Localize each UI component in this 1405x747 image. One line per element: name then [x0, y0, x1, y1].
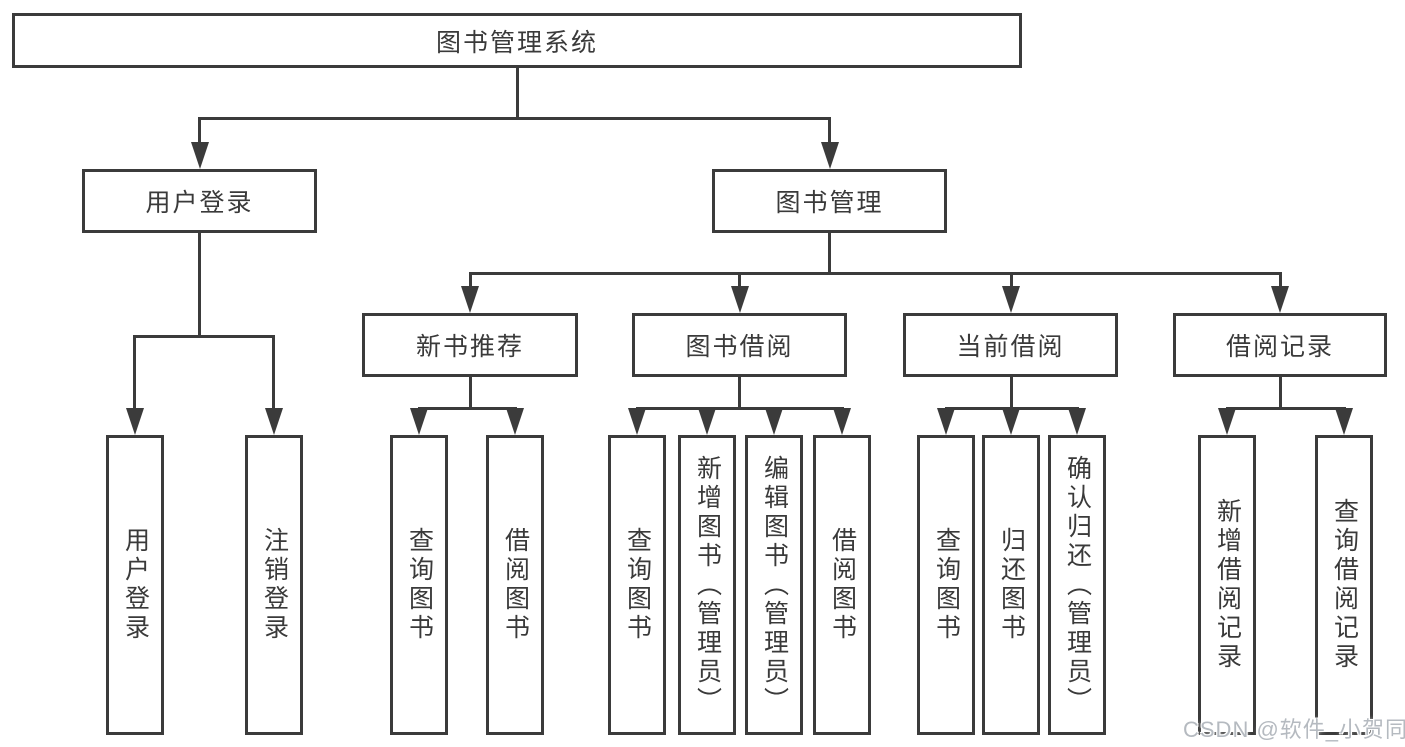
arrow-down-icon	[628, 408, 646, 435]
connector-hline	[133, 335, 275, 338]
node-label: 借阅记录	[1225, 333, 1334, 361]
csdn-watermark: CSDN @软件_小贺同学	[1183, 717, 1405, 742]
connector-vline	[828, 233, 831, 274]
leaf-label: 查询借阅记录	[1330, 498, 1359, 672]
leaf-current-return-books: 归还图书	[982, 435, 1040, 735]
leaf-logout: 注销登录	[245, 435, 303, 735]
leaf-user-login: 用户登录	[106, 435, 164, 735]
arrow-down-icon	[126, 408, 144, 435]
arrow-down-icon	[1002, 408, 1020, 435]
connector-hline	[417, 407, 517, 410]
leaf-label: 新增图书（管理员）	[693, 454, 722, 716]
arrow-down-icon	[265, 408, 283, 435]
connector-vline	[272, 335, 275, 409]
node-label: 图书管理系统	[435, 28, 598, 57]
leaf-label: 编辑图书（管理员）	[760, 454, 789, 716]
connector-vline	[198, 233, 201, 335]
leaf-label: 查询图书	[623, 527, 652, 643]
node-label: 当前借阅	[956, 333, 1065, 361]
connector-vline	[1009, 272, 1013, 288]
node-label: 图书管理	[775, 189, 884, 217]
arrow-down-icon	[410, 408, 428, 435]
leaf-records-add-record: 新增借阅记录	[1198, 435, 1256, 735]
arrow-down-icon	[506, 408, 524, 435]
arrow-down-icon	[1271, 286, 1289, 313]
node-book-management: 图书管理	[712, 169, 947, 233]
arrow-down-icon	[190, 142, 209, 169]
leaf-current-query-books: 查询图书	[917, 435, 975, 735]
connector-vline	[1009, 377, 1013, 410]
connector-hline	[635, 407, 844, 410]
connector-vline	[133, 335, 136, 409]
leaf-label: 注销登录	[260, 527, 289, 643]
node-label: 用户登录	[145, 189, 254, 217]
leaf-label: 借阅图书	[501, 527, 530, 643]
leaf-label: 用户登录	[121, 527, 150, 643]
connector-vline	[1278, 377, 1282, 410]
leaf-borrowing-add-books-admin: 新增图书（管理员）	[678, 435, 736, 735]
connector-vline	[1278, 272, 1282, 288]
node-label: 图书借阅	[685, 333, 794, 361]
node-root-library-system: 图书管理系统	[12, 13, 1022, 68]
leaf-records-query-record: 查询借阅记录	[1315, 435, 1373, 735]
leaf-borrowing-query-books: 查询图书	[608, 435, 666, 735]
leaf-label: 查询图书	[405, 527, 434, 643]
arrow-down-icon	[1335, 408, 1353, 435]
leaf-newbooks-query-books: 查询图书	[390, 435, 448, 735]
connector-vline	[738, 272, 741, 288]
connector-hline	[468, 272, 1282, 275]
node-new-book-recommend: 新书推荐	[362, 313, 578, 377]
leaf-borrowing-borrow-books: 借阅图书	[813, 435, 871, 735]
node-book-borrowing: 图书借阅	[632, 313, 847, 377]
arrow-down-icon	[1068, 408, 1086, 435]
leaf-borrowing-edit-books-admin: 编辑图书（管理员）	[745, 435, 803, 735]
leaf-label: 借阅图书	[828, 527, 857, 643]
leaf-newbooks-borrow-books: 借阅图书	[486, 435, 544, 735]
connector-hline	[1225, 407, 1346, 410]
connector-vline	[468, 272, 472, 288]
connector-vline	[468, 377, 472, 410]
arrow-down-icon	[1218, 408, 1236, 435]
connector-vline	[515, 68, 519, 118]
leaf-label: 归还图书	[997, 527, 1026, 643]
node-current-borrowing: 当前借阅	[903, 313, 1118, 377]
leaf-current-confirm-return-admin: 确认归还（管理员）	[1048, 435, 1106, 735]
arrow-down-icon	[937, 408, 955, 435]
leaf-label: 确认归还（管理员）	[1063, 454, 1092, 716]
leaf-label: 查询图书	[932, 527, 961, 643]
connector-vline	[738, 377, 741, 410]
leaf-label: 新增借阅记录	[1213, 498, 1242, 672]
connector-vline	[198, 117, 201, 145]
node-label: 新书推荐	[415, 333, 524, 361]
arrow-down-icon	[820, 142, 839, 169]
arrow-down-icon	[1002, 286, 1020, 313]
connector-vline	[828, 117, 831, 145]
connector-hline	[198, 117, 831, 120]
arrow-down-icon	[765, 408, 783, 435]
arrow-down-icon	[698, 408, 716, 435]
arrow-down-icon	[461, 286, 479, 313]
node-user-login: 用户登录	[82, 169, 317, 233]
arrow-down-icon	[730, 286, 749, 313]
node-borrow-records: 借阅记录	[1173, 313, 1387, 377]
arrow-down-icon	[833, 408, 851, 435]
